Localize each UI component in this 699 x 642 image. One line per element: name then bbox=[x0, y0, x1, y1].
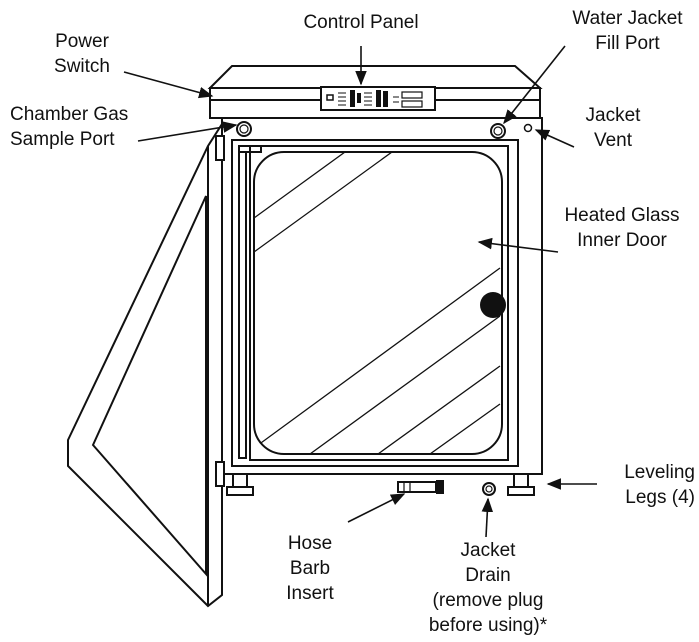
glass-reflections bbox=[254, 152, 501, 454]
water-jacket-fill-port bbox=[490, 123, 506, 139]
outer-door-window bbox=[91, 195, 207, 577]
door-hinge-top bbox=[215, 135, 225, 161]
hinge-rod bbox=[238, 145, 247, 459]
power-switch-leader bbox=[123, 71, 214, 99]
water-jacket-fill-port-leader bbox=[503, 45, 566, 125]
control-panel bbox=[320, 86, 436, 111]
chamber-gas-sample-port-label: Chamber Gas Sample Port bbox=[10, 104, 129, 150]
hose-barb-insert-leader bbox=[347, 493, 406, 523]
door-handle bbox=[480, 292, 506, 318]
door-hinge-bottom bbox=[215, 461, 225, 487]
chamber-opening bbox=[231, 139, 519, 467]
leveling-leg bbox=[513, 473, 529, 488]
jacket-vent bbox=[523, 123, 533, 133]
leveling-leg bbox=[232, 473, 248, 488]
jacket-drain-label: Jacket Drain (remove plug before using)* bbox=[428, 540, 548, 636]
control-panel-label: Control Panel bbox=[303, 12, 419, 33]
heated-glass-inner-door-label: Heated Glass Inner Door bbox=[564, 205, 680, 251]
jacket-drain-plug bbox=[482, 482, 496, 496]
leveling-legs-label: Leveling Legs (4) bbox=[624, 462, 695, 508]
jacket-drain-leader bbox=[481, 497, 494, 538]
jacket-vent-label: Jacket Vent bbox=[585, 105, 641, 151]
jacket-vent-leader bbox=[534, 129, 575, 148]
water-jacket-fill-port-label: Water Jacket Fill Port bbox=[572, 8, 683, 54]
power-switch-label: Power Switch bbox=[54, 31, 110, 77]
hose-barb-insert-label: Hose Barb Insert bbox=[286, 533, 334, 604]
outer-door bbox=[67, 120, 223, 608]
glass-inner-door-frame bbox=[249, 145, 509, 461]
top-cover bbox=[207, 65, 543, 89]
chamber-gas-sample-port-leader bbox=[137, 121, 238, 142]
heated-glass-inner-door-leader bbox=[477, 237, 559, 253]
